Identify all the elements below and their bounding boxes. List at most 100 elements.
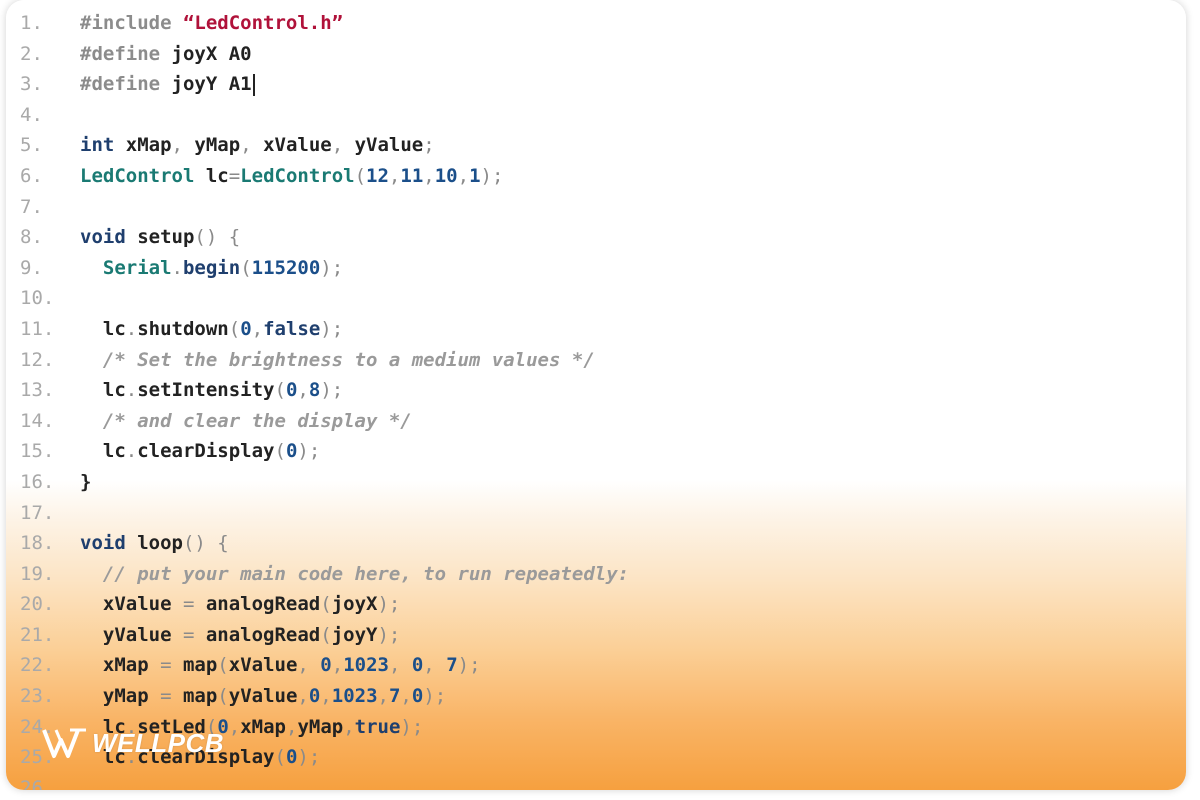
code-line[interactable]: 12. /* Set the brightness to a medium va… — [20, 345, 629, 376]
line-number: 7. — [20, 195, 43, 218]
code-token: /* and clear the display */ — [80, 409, 412, 432]
code-line[interactable]: 13. lc.setIntensity(0,8); — [20, 375, 629, 406]
code-token: ( — [320, 623, 332, 646]
code-text: lc.setIntensity(0,8); — [80, 375, 343, 406]
code-line[interactable]: 24. lc.setLed(0,xMap,yMap,true); — [20, 712, 629, 743]
code-token: map — [182, 654, 218, 677]
code-token: 0 — [240, 317, 252, 340]
code-line[interactable]: 17. — [20, 498, 629, 529]
code-token: () { — [182, 532, 229, 555]
code-token: () { — [194, 226, 241, 249]
code-line[interactable]: 9. Serial.begin(115200); — [20, 253, 629, 284]
code-token: 1 — [469, 164, 481, 187]
code-token: “LedControl.h” — [182, 12, 344, 34]
code-token: ); — [423, 685, 447, 708]
code-line[interactable]: 11. lc.shutdown(0,false); — [20, 314, 629, 345]
code-token: void — [80, 226, 138, 249]
code-line[interactable]: 21. yValue = analogRead(joyY); — [20, 620, 629, 651]
code-token: yValue — [228, 685, 298, 708]
code-line[interactable]: 1.#include “LedControl.h” — [20, 8, 629, 39]
code-token: xMap — [240, 715, 286, 738]
code-text: yValue = analogRead(joyY); — [80, 620, 400, 651]
code-token: xMap — [80, 654, 161, 677]
code-token: ); — [457, 654, 481, 677]
code-text: xMap = map(xValue, 0,1023, 0, 7); — [80, 650, 481, 681]
code-token: 1023 — [343, 654, 389, 677]
code-line[interactable]: 19. // put your main code here, to run r… — [20, 559, 629, 590]
line-number: 17. — [20, 501, 55, 524]
line-number: 22. — [20, 654, 55, 677]
line-number: 13. — [20, 379, 55, 402]
code-editor[interactable]: 1.#include “LedControl.h”2.#define joyX … — [20, 8, 629, 790]
code-line[interactable]: 10. — [20, 283, 629, 314]
code-line[interactable]: 22. xMap = map(xValue, 0,1023, 0, 7); — [20, 650, 629, 681]
code-line[interactable]: 20. xValue = analogRead(joyX); — [20, 589, 629, 620]
code-line[interactable]: 8.void setup() { — [20, 222, 629, 253]
code-token: loop — [137, 532, 183, 555]
code-text: yMap = map(yValue,0,1023,7,0); — [80, 681, 446, 712]
code-token: 0 — [308, 685, 321, 708]
code-token: , — [388, 164, 401, 187]
code-line[interactable]: 26. — [20, 773, 629, 790]
code-token: ); — [377, 593, 401, 616]
line-number: 15. — [20, 440, 55, 463]
line-number: 6. — [20, 164, 43, 187]
code-token: , — [423, 654, 447, 677]
code-token: . — [125, 715, 138, 738]
code-line[interactable]: 6.LedControl lc=LedControl(12,11,10,1); — [20, 161, 629, 192]
code-token: yMap — [297, 715, 344, 738]
code-text: LedControl lc=LedControl(12,11,10,1); — [80, 161, 503, 192]
code-line[interactable]: 25. lc.clearDisplay(0); — [20, 742, 629, 773]
code-token: #define — [80, 73, 172, 96]
line-number: 21. — [20, 623, 55, 646]
code-line[interactable]: 4. — [20, 100, 629, 131]
code-token: 8 — [308, 379, 321, 402]
code-token: joyY — [331, 623, 378, 646]
code-token: LedControl — [80, 164, 206, 187]
code-token: ); — [400, 715, 424, 738]
code-token: , — [228, 715, 241, 738]
code-token: xValue — [228, 654, 298, 677]
code-token: xValue — [80, 593, 183, 616]
code-line[interactable]: 15. lc.clearDisplay(0); — [20, 436, 629, 467]
code-line[interactable]: 23. yMap = map(yValue,0,1023,7,0); — [20, 681, 629, 712]
code-token: ); — [377, 623, 401, 646]
line-number: 1. — [20, 12, 43, 34]
code-token: , — [171, 134, 195, 157]
code-line[interactable]: 18.void loop() { — [20, 528, 629, 559]
code-token: 7 — [446, 654, 458, 677]
code-token: 1023 — [331, 685, 378, 708]
code-token: yValue — [354, 134, 424, 157]
code-token: , — [331, 654, 344, 677]
code-line[interactable]: 16.} — [20, 467, 629, 498]
text-cursor — [252, 73, 255, 96]
code-token: 0 — [285, 379, 298, 402]
code-text: Serial.begin(115200); — [80, 253, 343, 284]
code-token: . — [125, 440, 138, 463]
code-line[interactable]: 3.#define joyY A1 — [20, 69, 629, 100]
code-token: 0 — [320, 654, 332, 677]
code-line[interactable]: 5.int xMap, yMap, xValue, yValue; — [20, 130, 629, 161]
code-text: lc.clearDisplay(0); — [80, 742, 320, 773]
code-token: , — [251, 317, 264, 340]
code-token: ( — [217, 685, 229, 708]
code-token: . — [125, 379, 138, 402]
code-token: , — [388, 654, 412, 677]
line-number: 26. — [20, 776, 55, 790]
code-token: = — [160, 685, 183, 708]
line-number: 8. — [20, 226, 43, 249]
code-line[interactable]: 2.#define joyX A0 — [20, 39, 629, 70]
code-line[interactable]: 14. /* and clear the display */ — [20, 406, 629, 437]
code-text: /* and clear the display */ — [80, 406, 412, 437]
code-token: ; — [423, 134, 435, 157]
code-token: analogRead — [205, 593, 321, 616]
code-token: xMap — [125, 134, 172, 157]
line-number: 2. — [20, 42, 43, 65]
code-text: } — [80, 467, 91, 498]
code-token: 0 — [411, 685, 424, 708]
code-line[interactable]: 7. — [20, 192, 629, 223]
code-token: clearDisplay — [137, 440, 275, 463]
watermark-logo: WELLPCB — [42, 726, 224, 760]
code-token: = — [228, 164, 241, 187]
wellpcb-logo-icon — [42, 728, 86, 758]
